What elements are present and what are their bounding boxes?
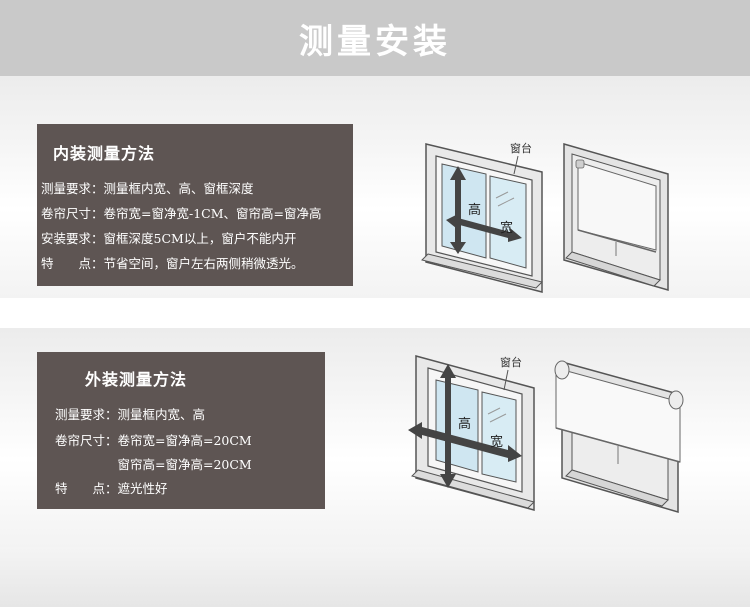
inner-width-label: 宽 [500, 220, 513, 236]
outer-blind-diagram [552, 350, 692, 514]
outer-sill-label: 窗台 [500, 355, 522, 369]
outer-row-width: 卷帘尺寸：卷帘宽=窗净高=20CM [55, 433, 252, 448]
banner: 测量安装 [0, 0, 750, 76]
inner-row-size: 卷帘尺寸：卷帘宽=窗净宽-1CM、窗帘高=窗净高 [41, 206, 322, 221]
inner-measure-diagram: 窗台 高 宽 [418, 136, 558, 294]
outer-width-label: 宽 [490, 434, 503, 450]
outer-row-height: 窗帘高=窗净高=20CM [55, 457, 252, 472]
outer-row-feature: 特 点：遮光性好 [55, 481, 168, 496]
inner-mount-card: 内装测量方法 测量要求：测量框内宽、高、窗框深度 卷帘尺寸：卷帘宽=窗净宽-1C… [37, 124, 353, 286]
inner-blind-diagram [558, 138, 688, 294]
section-divider [0, 298, 750, 328]
footer-strip [0, 547, 750, 607]
inner-mount-title: 内装测量方法 [53, 144, 156, 163]
outer-row-requirement: 测量要求：测量框内宽、高 [55, 407, 206, 422]
inner-row-install: 安装要求：窗框深度5CM以上，窗户不能内开 [41, 231, 297, 246]
outer-mount-card: 外装测量方法 测量要求：测量框内宽、高 卷帘尺寸：卷帘宽=窗净高=20CM 窗帘… [37, 352, 325, 509]
inner-sill-label: 窗台 [510, 141, 532, 155]
outer-measure-diagram: 窗台 高 宽 [404, 350, 550, 512]
inner-row-feature: 特 点：节省空间，窗户左右两侧稍微透光。 [41, 256, 304, 271]
outer-height-label: 高 [458, 416, 471, 432]
inner-height-label: 高 [468, 202, 481, 218]
page-title: 测量安装 [299, 21, 451, 62]
outer-mount-title: 外装测量方法 [85, 370, 188, 389]
inner-row-requirement: 测量要求：测量框内宽、高、窗框深度 [41, 181, 254, 196]
